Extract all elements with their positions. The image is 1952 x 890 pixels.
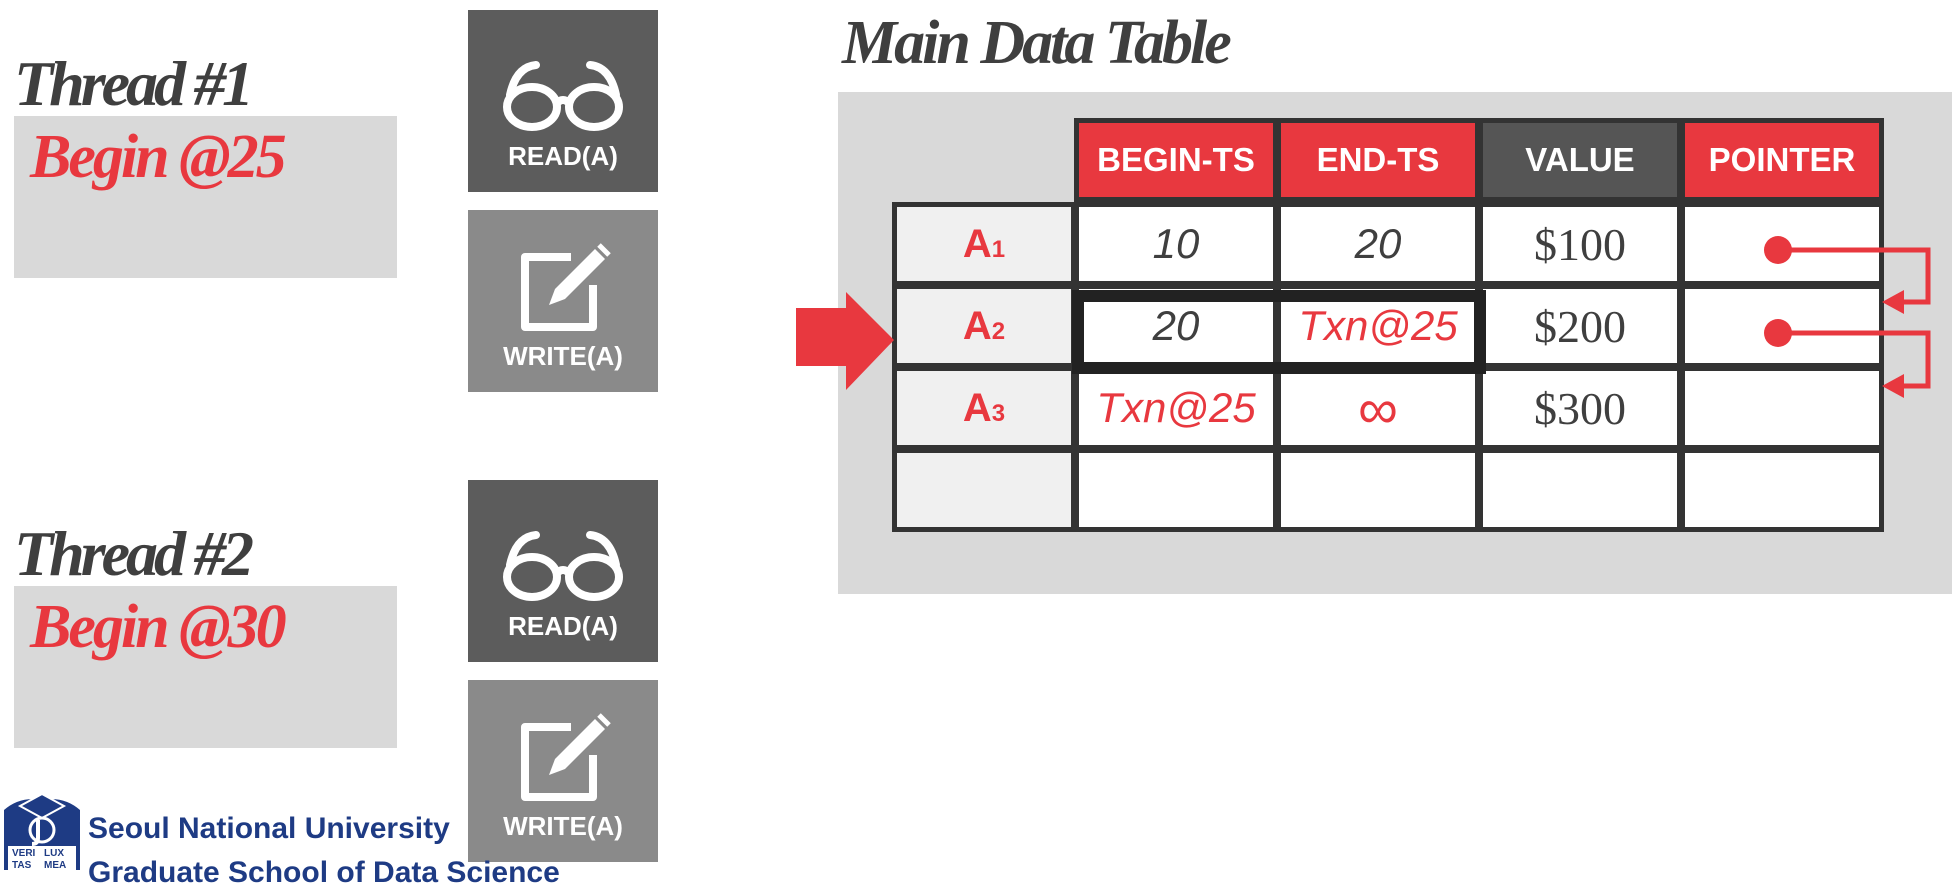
end-ts-cell: [1276, 448, 1480, 532]
thread-1-read-button[interactable]: READ(A): [468, 10, 658, 192]
logo-text-veri: VERI: [12, 848, 36, 859]
glasses-icon: [503, 61, 623, 131]
pointer-arrow-icon: [1778, 330, 1931, 389]
end-ts-cell: ∞: [1276, 366, 1480, 450]
thread-2-title: Thread #2: [14, 518, 254, 589]
pointer-cell: [1680, 448, 1884, 532]
glasses-icon: [503, 531, 623, 601]
value-cell: $100: [1478, 202, 1682, 286]
header-value: VALUE: [1478, 118, 1682, 202]
thread-2-write-button[interactable]: WRITE(A): [468, 680, 658, 862]
table-title: Main Data Table: [842, 9, 1232, 77]
logo-text-tas: TAS: [12, 860, 32, 870]
value-cell: $300: [1478, 366, 1682, 450]
thread-2-write-label: WRITE(A): [503, 811, 623, 841]
pointer-cell: [1680, 366, 1884, 450]
end-ts-cell: 20: [1276, 202, 1480, 286]
begin-ts-cell: [1074, 448, 1278, 532]
logo-text-mea: MEA: [44, 860, 66, 870]
edit-icon: [521, 713, 611, 801]
university-name: Seoul National University: [88, 812, 450, 845]
pointer-cell: [1680, 202, 1884, 286]
row-label: [892, 448, 1076, 532]
value-cell: [1478, 448, 1682, 532]
thread-1-write-button[interactable]: WRITE(A): [468, 210, 658, 392]
thread-2-read-label: READ(A): [508, 611, 618, 641]
thread-1-write-label: WRITE(A): [503, 341, 623, 371]
value-cell: $200: [1478, 284, 1682, 368]
header-pointer: POINTER: [1680, 118, 1884, 202]
thread-2-read-button[interactable]: READ(A): [468, 480, 658, 662]
thread-2-box: Begin @30: [14, 586, 397, 748]
thread-1-title: Thread #1: [14, 48, 254, 119]
thread-1-read-label: READ(A): [508, 141, 618, 171]
thread-2-begin: Begin @30: [30, 593, 287, 661]
school-name: Graduate School of Data Science: [88, 856, 560, 889]
pointer-arrow-icon: [1778, 247, 1931, 305]
edit-icon: [521, 243, 611, 331]
thread-1-begin: Begin @25: [30, 123, 287, 191]
pointer-overlay: [796, 236, 1931, 398]
header-end-ts: END-TS: [1276, 118, 1480, 202]
header-begin-ts: BEGIN-TS: [1074, 118, 1278, 202]
logo-text-lux: LUX: [44, 848, 64, 859]
current-row-arrow-icon: [796, 292, 894, 390]
university-logo: VERI LUX TAS MEA: [4, 792, 80, 870]
begin-ts-cell: 10: [1074, 202, 1278, 286]
thread-1-box: Begin @25: [14, 116, 397, 278]
